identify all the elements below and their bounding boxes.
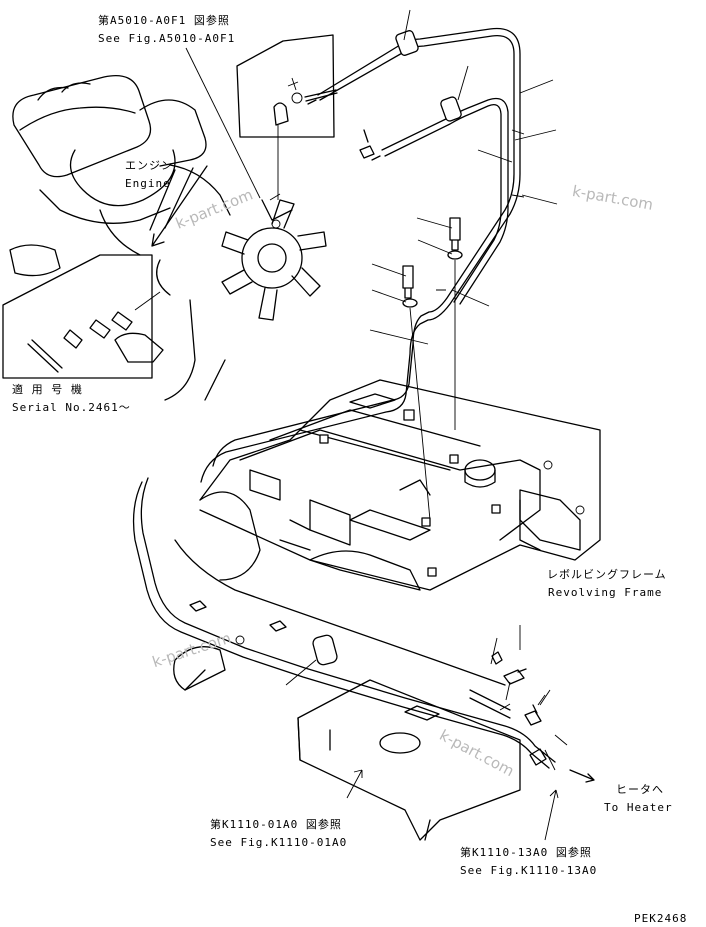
revolving-frame [173,379,601,691]
pointer-arrow [151,165,208,247]
heater-arrow [569,769,595,783]
serial-label-en: Serial No.2461～ [12,401,131,414]
bolts-upper [402,217,463,521]
hose-upper-inner [381,97,509,305]
ref-k1110-13-label-en: See Fig.K1110-13A0 [460,864,598,877]
engine-label-en: Engine [125,177,171,190]
engine-label-jp: エンジン [125,159,173,172]
ref-k1110-01-label-en: See Fig.K1110-01A0 [210,836,348,849]
detail-box-serial [2,244,164,379]
fan-blades [221,193,327,321]
ref-k1110-01-label-jp: 第K1110-01A0 図参照 [210,818,342,831]
hose-long-lower [132,477,556,769]
hose-clamps [312,30,525,666]
heater-label-jp: ヒータへ [616,783,664,796]
drawing-code: PEK2468 [634,912,688,925]
hose-ends [307,99,381,161]
floor-cover [297,679,521,841]
frame-label-en: Revolving Frame [548,586,663,599]
heater-label-en: To Heater [604,801,673,814]
ref-k1110-13-label-jp: 第K1110-13A0 図参照 [460,846,592,859]
clamp-fitting-mid [359,129,375,159]
heater-fittings [469,625,568,771]
leader-lines [185,9,559,841]
ref-a5010-label-en: See Fig.A5010-A0F1 [98,32,236,45]
detail-box-top [236,34,338,200]
engine-outline [12,74,231,401]
frame-label-jp: レボルビングフレーム [547,568,667,581]
serial-label-jp: 適 用 号 機 [12,383,83,396]
ref-a5010-label-jp: 第A5010-A0F1 図参照 [98,14,230,27]
hose-upper-outer [200,27,521,483]
